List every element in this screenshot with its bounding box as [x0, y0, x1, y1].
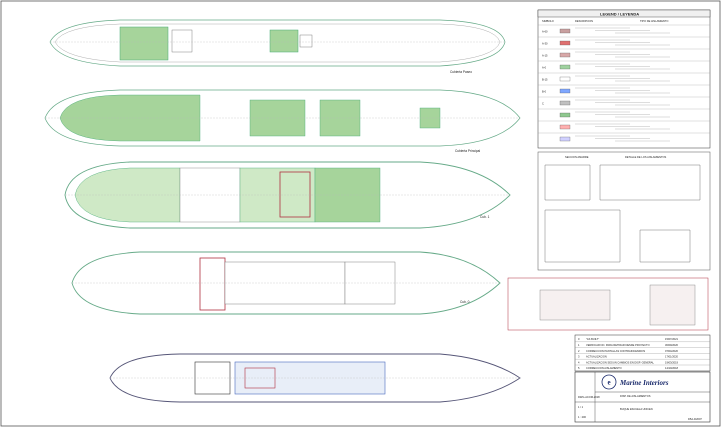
legend-swatch — [559, 64, 571, 70]
deck-1: Cub. 1 — [64, 161, 511, 229]
revision-date: 07/04/2020 — [665, 349, 679, 353]
revision-description: CORRECCION PANTALLAS CONTRAINCENDIOS — [586, 349, 645, 353]
deck-principal: Cubierta Principal — [44, 89, 521, 153]
revision-number: 3 — [578, 355, 580, 359]
revision-description: ACTUALIZACION — [586, 355, 607, 359]
company-name: Marine Interiors — [619, 379, 669, 387]
legend-code: B-15 — [542, 78, 548, 82]
sheet-number: 1 / 1 — [578, 405, 584, 409]
legend-swatch — [559, 76, 571, 82]
legend-code: A-0 — [542, 66, 547, 70]
legend-title: LEGEND / LEYENDA — [600, 12, 639, 17]
revision-description: ACTUALIZACION SEGUN CAMBIOS EN DISP. GEN… — [586, 360, 655, 364]
revision-date: 19/03/2019 — [665, 360, 679, 364]
drawing-title: DISP. DE AISLAMIENTOS — [620, 394, 651, 398]
revision-number: 4 — [578, 360, 580, 364]
legend-code: A-30 — [542, 42, 548, 46]
legend-swatch — [559, 136, 571, 142]
legend-code: B-0 — [542, 90, 547, 94]
deck-label: Cubierta Paseo — [450, 70, 472, 74]
drawing-scale: 1 : 200 — [578, 415, 586, 419]
revision-description: VERIFICAR NO. PARA RETIRAR DESDE PROYECT… — [586, 343, 650, 347]
revision-number: 2 — [578, 349, 580, 353]
revision-date: 17/01/2020 — [665, 355, 679, 359]
legend-table: LEGEND / LEYENDA SIMBOLO DESCRIPCION TIP… — [537, 9, 711, 149]
legend-swatch — [559, 124, 571, 130]
legend-swatch — [559, 52, 571, 58]
legend-swatch — [559, 88, 571, 94]
revision-date: 15/07/2021 — [665, 337, 679, 341]
revision-description: CORRECCION AISLAMIENTO — [586, 366, 622, 370]
legend-code: C — [542, 102, 544, 106]
legend-swatch — [559, 100, 571, 106]
legend-code: A-60 — [542, 30, 548, 34]
revision-date: 30/09/2020 — [665, 343, 679, 347]
project-name: BUQUE ESCUELA UNICEN — [620, 407, 653, 411]
legend-header-desc: DESCRIPCION — [575, 19, 593, 23]
deck-label: Cubierta Principal — [455, 149, 480, 153]
legend-header-type: TIPO DE AISLAMIENTO — [640, 19, 668, 23]
legend-swatch — [559, 28, 571, 34]
deck-label: Cub. 0 — [460, 300, 470, 304]
revision-description: "AS BUILT" — [586, 337, 599, 341]
legend-code: A-15 — [542, 54, 548, 58]
revision-date: 14/10/2018 — [665, 366, 679, 370]
company-logo-icon — [601, 374, 617, 390]
legend-swatch — [559, 40, 571, 46]
legend-swatch — [559, 112, 571, 118]
deck-paseo: Cubierta Paseo — [49, 19, 506, 74]
svg-text:e: e — [607, 379, 610, 387]
revision-table: 0 "AS BUILT" 15/07/2021 1 VERIFICAR NO. PARA… — [574, 334, 711, 372]
revision-number: 5 — [578, 366, 580, 370]
revision-number: 1 — [578, 343, 580, 347]
detail-views: SECCION AMARRE DETALLE DE LOS AISLAMIENT… — [507, 151, 711, 331]
section-label: SECCION AMARRE — [565, 155, 589, 159]
title-block: e Marine Interiors DISP. DE AISLAMIENTOS… — [574, 371, 711, 423]
section-label: DETALLE DE LOS AISLAMIENTOS — [625, 155, 667, 159]
drawing-number: DWG-ACOM-2018 — [578, 395, 600, 399]
legend-header-symbol: SIMBOLO — [542, 19, 554, 23]
deck-label: Cub. 1 — [480, 215, 490, 219]
deck-0: Cub. 0 — [71, 251, 501, 315]
deck-bottom — [109, 353, 521, 403]
revision-number: 0 — [578, 337, 580, 341]
drawing-ref: D5A-0/2007 — [688, 417, 702, 421]
